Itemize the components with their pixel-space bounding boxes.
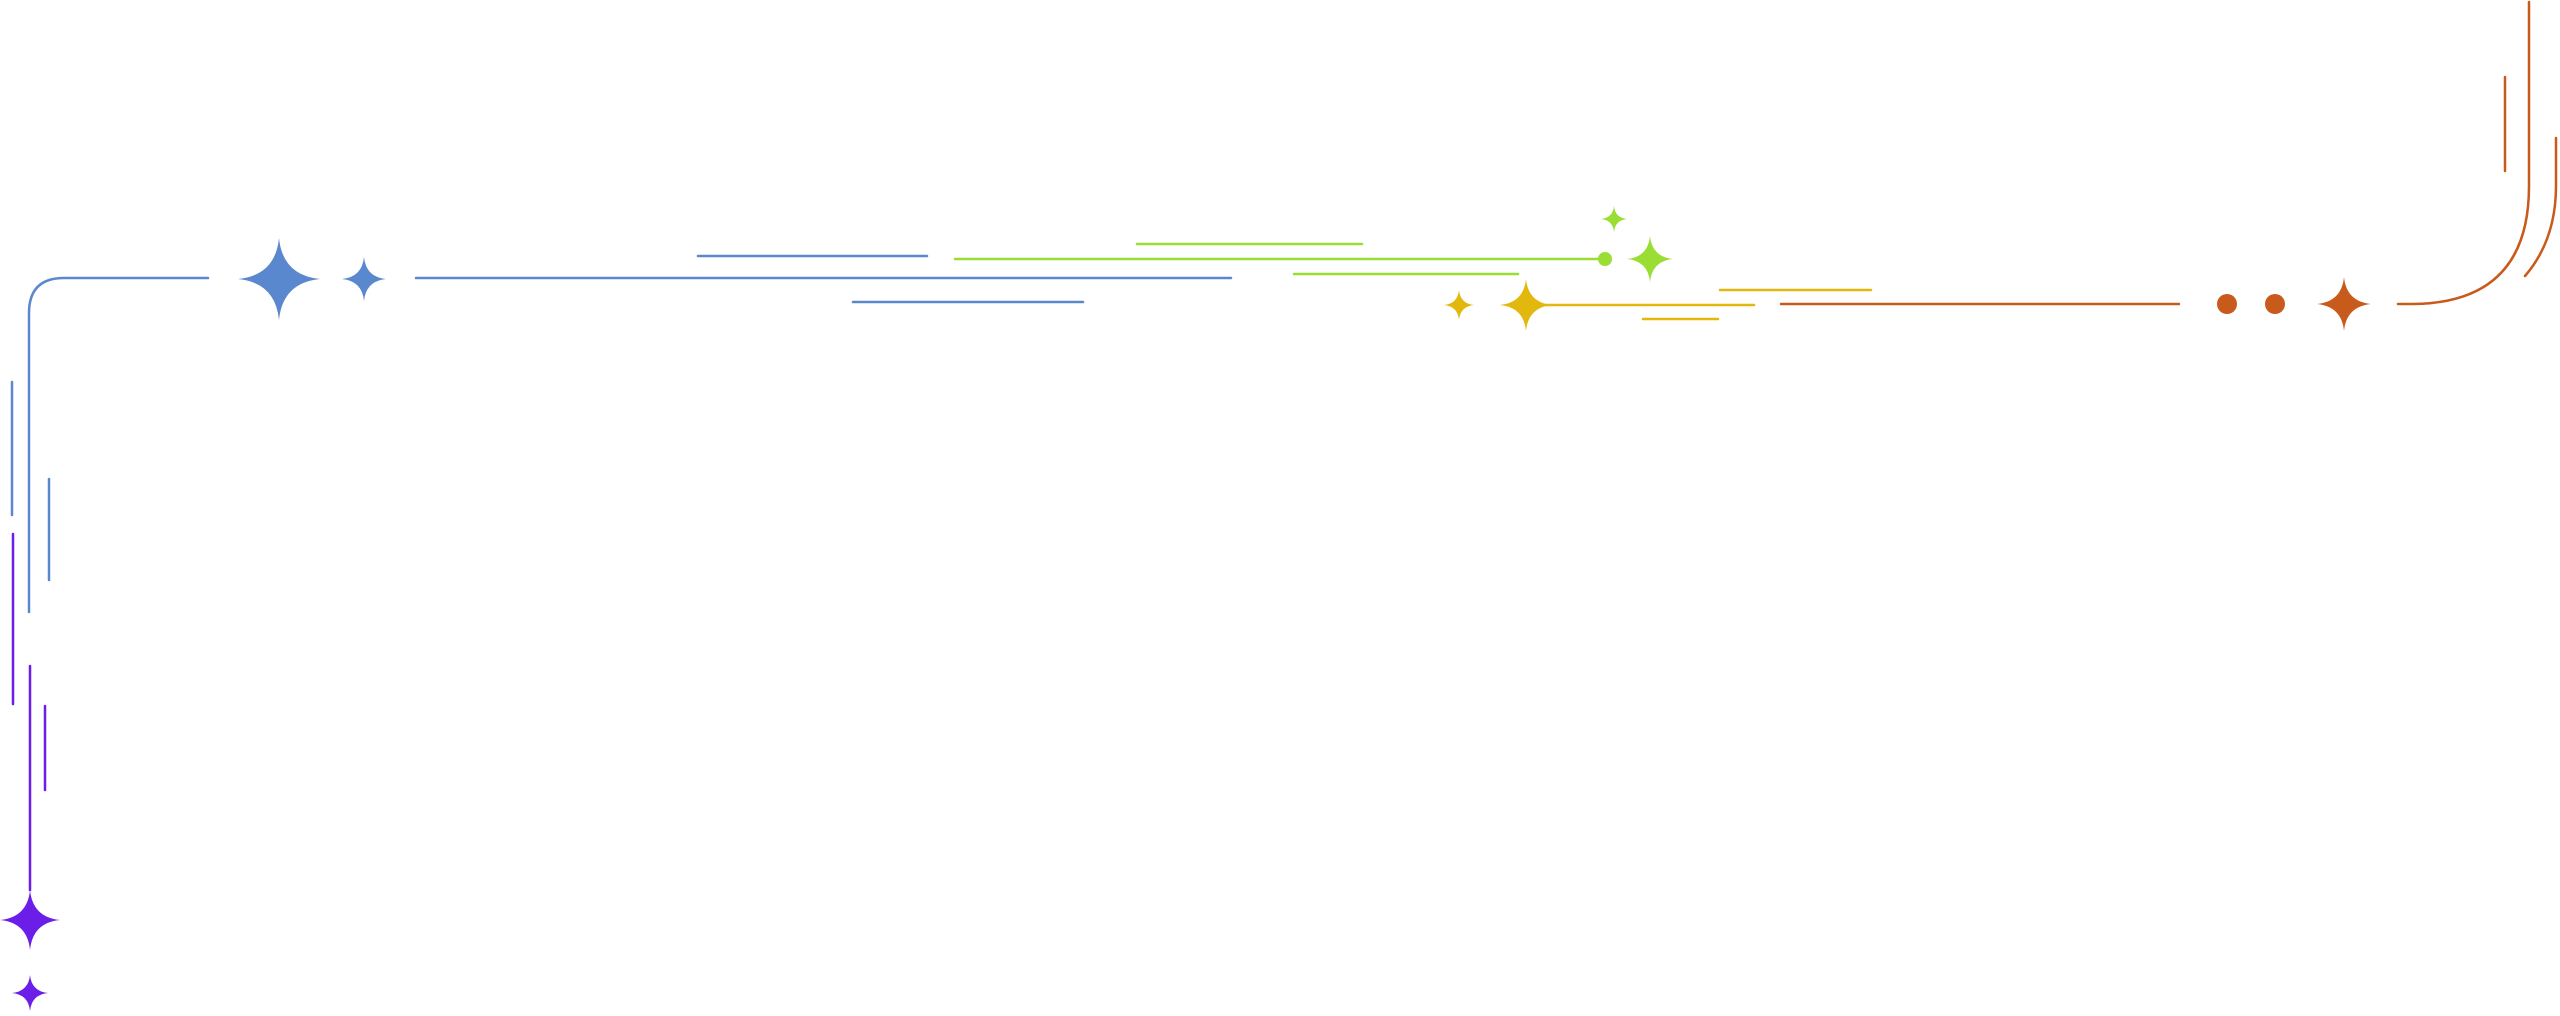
purple-large-sparkle-icon xyxy=(0,890,60,950)
orange-group xyxy=(1779,0,2558,331)
yellow-small-sparkle-icon xyxy=(1444,290,1474,320)
green-small-sparkle-icon xyxy=(1601,206,1627,232)
orange-corner-line xyxy=(2396,0,2531,306)
blue-large-sparkle-icon xyxy=(238,238,320,320)
green-dot-icon xyxy=(1598,252,1612,266)
orange-dot-icon-1 xyxy=(2217,294,2237,314)
orange-dot-icon-2 xyxy=(2265,294,2285,314)
green-large-sparkle-icon xyxy=(1627,236,1673,282)
purple-group xyxy=(0,532,60,1011)
yellow-large-sparkle-icon xyxy=(1500,279,1552,331)
yellow-group xyxy=(1444,279,1873,331)
blue-corner-line xyxy=(27,276,210,614)
orange-side-curve-right xyxy=(2523,136,2558,278)
purple-small-sparkle-icon xyxy=(12,975,48,1011)
blue-small-sparkle-icon xyxy=(342,257,386,301)
green-group xyxy=(953,206,1673,282)
orange-sparkle-icon xyxy=(2317,277,2371,331)
blue-group xyxy=(10,238,1233,614)
